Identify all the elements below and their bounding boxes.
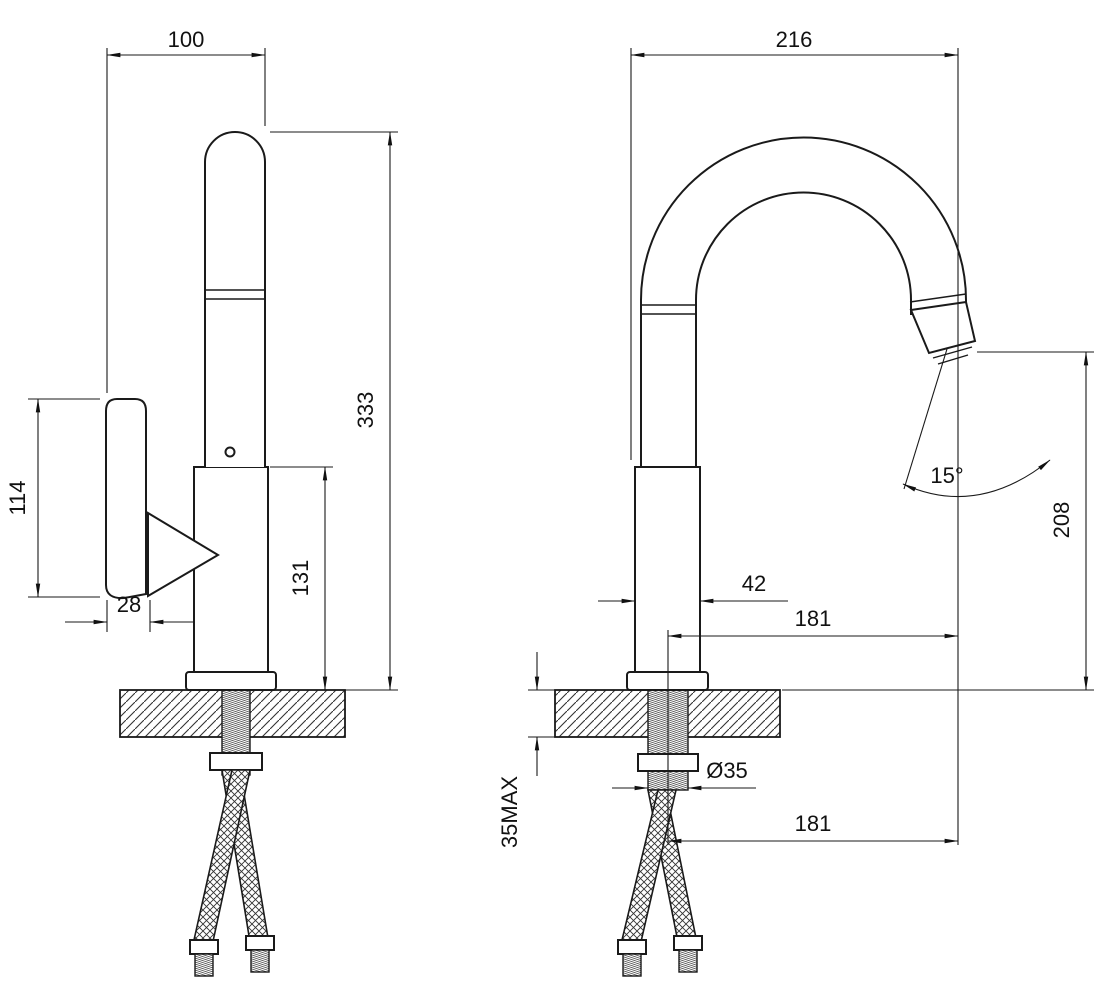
hose-fitting-right-side (245, 935, 275, 951)
faucet-body-side (193, 466, 269, 673)
hose-fitting-right-front (673, 935, 703, 951)
indicator-dot (224, 446, 236, 458)
hose-nut-right-front (678, 949, 698, 973)
dim-label-131: 131 (288, 560, 313, 597)
dim-label-208: 208 (1049, 502, 1074, 539)
dim-label-35max: 35MAX (497, 776, 522, 848)
dim-label-15deg: 15° (930, 463, 963, 488)
dim-spout-height-208: 208 (782, 351, 1094, 691)
front-view: 15° 216 208 42 181 (497, 27, 1094, 977)
hose-fitting-left-front (617, 939, 647, 955)
mounting-nut-side (209, 752, 263, 771)
dim-total-height-333: 333 (270, 131, 398, 691)
dim-label-181-lower: 181 (795, 811, 832, 836)
dim-label-333: 333 (353, 392, 378, 429)
hose-nut-left-side (194, 953, 214, 977)
dim-top-width-100: 100 (106, 27, 266, 393)
handle-lever (105, 398, 147, 600)
base-flange-side (185, 671, 277, 691)
dim-label-42: 42 (742, 571, 766, 596)
dim-spout-reach-181-upper: 181 (667, 606, 959, 639)
dim-label-28: 28 (117, 592, 141, 617)
dim-spout-reach-181-lower: 181 (667, 811, 959, 844)
supply-hoses-front (617, 789, 703, 977)
dim-label-114: 114 (5, 480, 30, 515)
dim-label-181-upper: 181 (795, 606, 832, 631)
spout-seam-lines (205, 289, 265, 300)
handle-joint-cone (147, 511, 220, 598)
dim-handle-offset-28: 28 (65, 592, 193, 632)
hose-nut-right-side (250, 949, 270, 973)
dim-label-dia35: Ø35 (706, 758, 748, 783)
gooseneck-spout (640, 136, 967, 468)
supply-hoses-side (189, 769, 275, 977)
handle (105, 398, 220, 600)
dim-top-width-216: 216 (630, 27, 959, 845)
dim-label-216: 216 (776, 27, 813, 52)
dim-body-width-42: 42 (598, 571, 788, 604)
dim-label-100: 100 (168, 27, 205, 52)
gooseneck-seam-lines (641, 293, 967, 315)
dim-max-counter-thickness: 35MAX (497, 652, 556, 848)
dim-hole-diameter-35: Ø35 (612, 758, 756, 791)
hose-fitting-left-side (189, 939, 219, 955)
side-view: 100 333 131 114 28 (5, 27, 398, 977)
dim-handle-height-114: 114 (5, 398, 100, 598)
dim-body-height-131: 131 (270, 466, 333, 691)
spout-nozzle (909, 300, 977, 355)
hose-nut-left-front (622, 953, 642, 977)
